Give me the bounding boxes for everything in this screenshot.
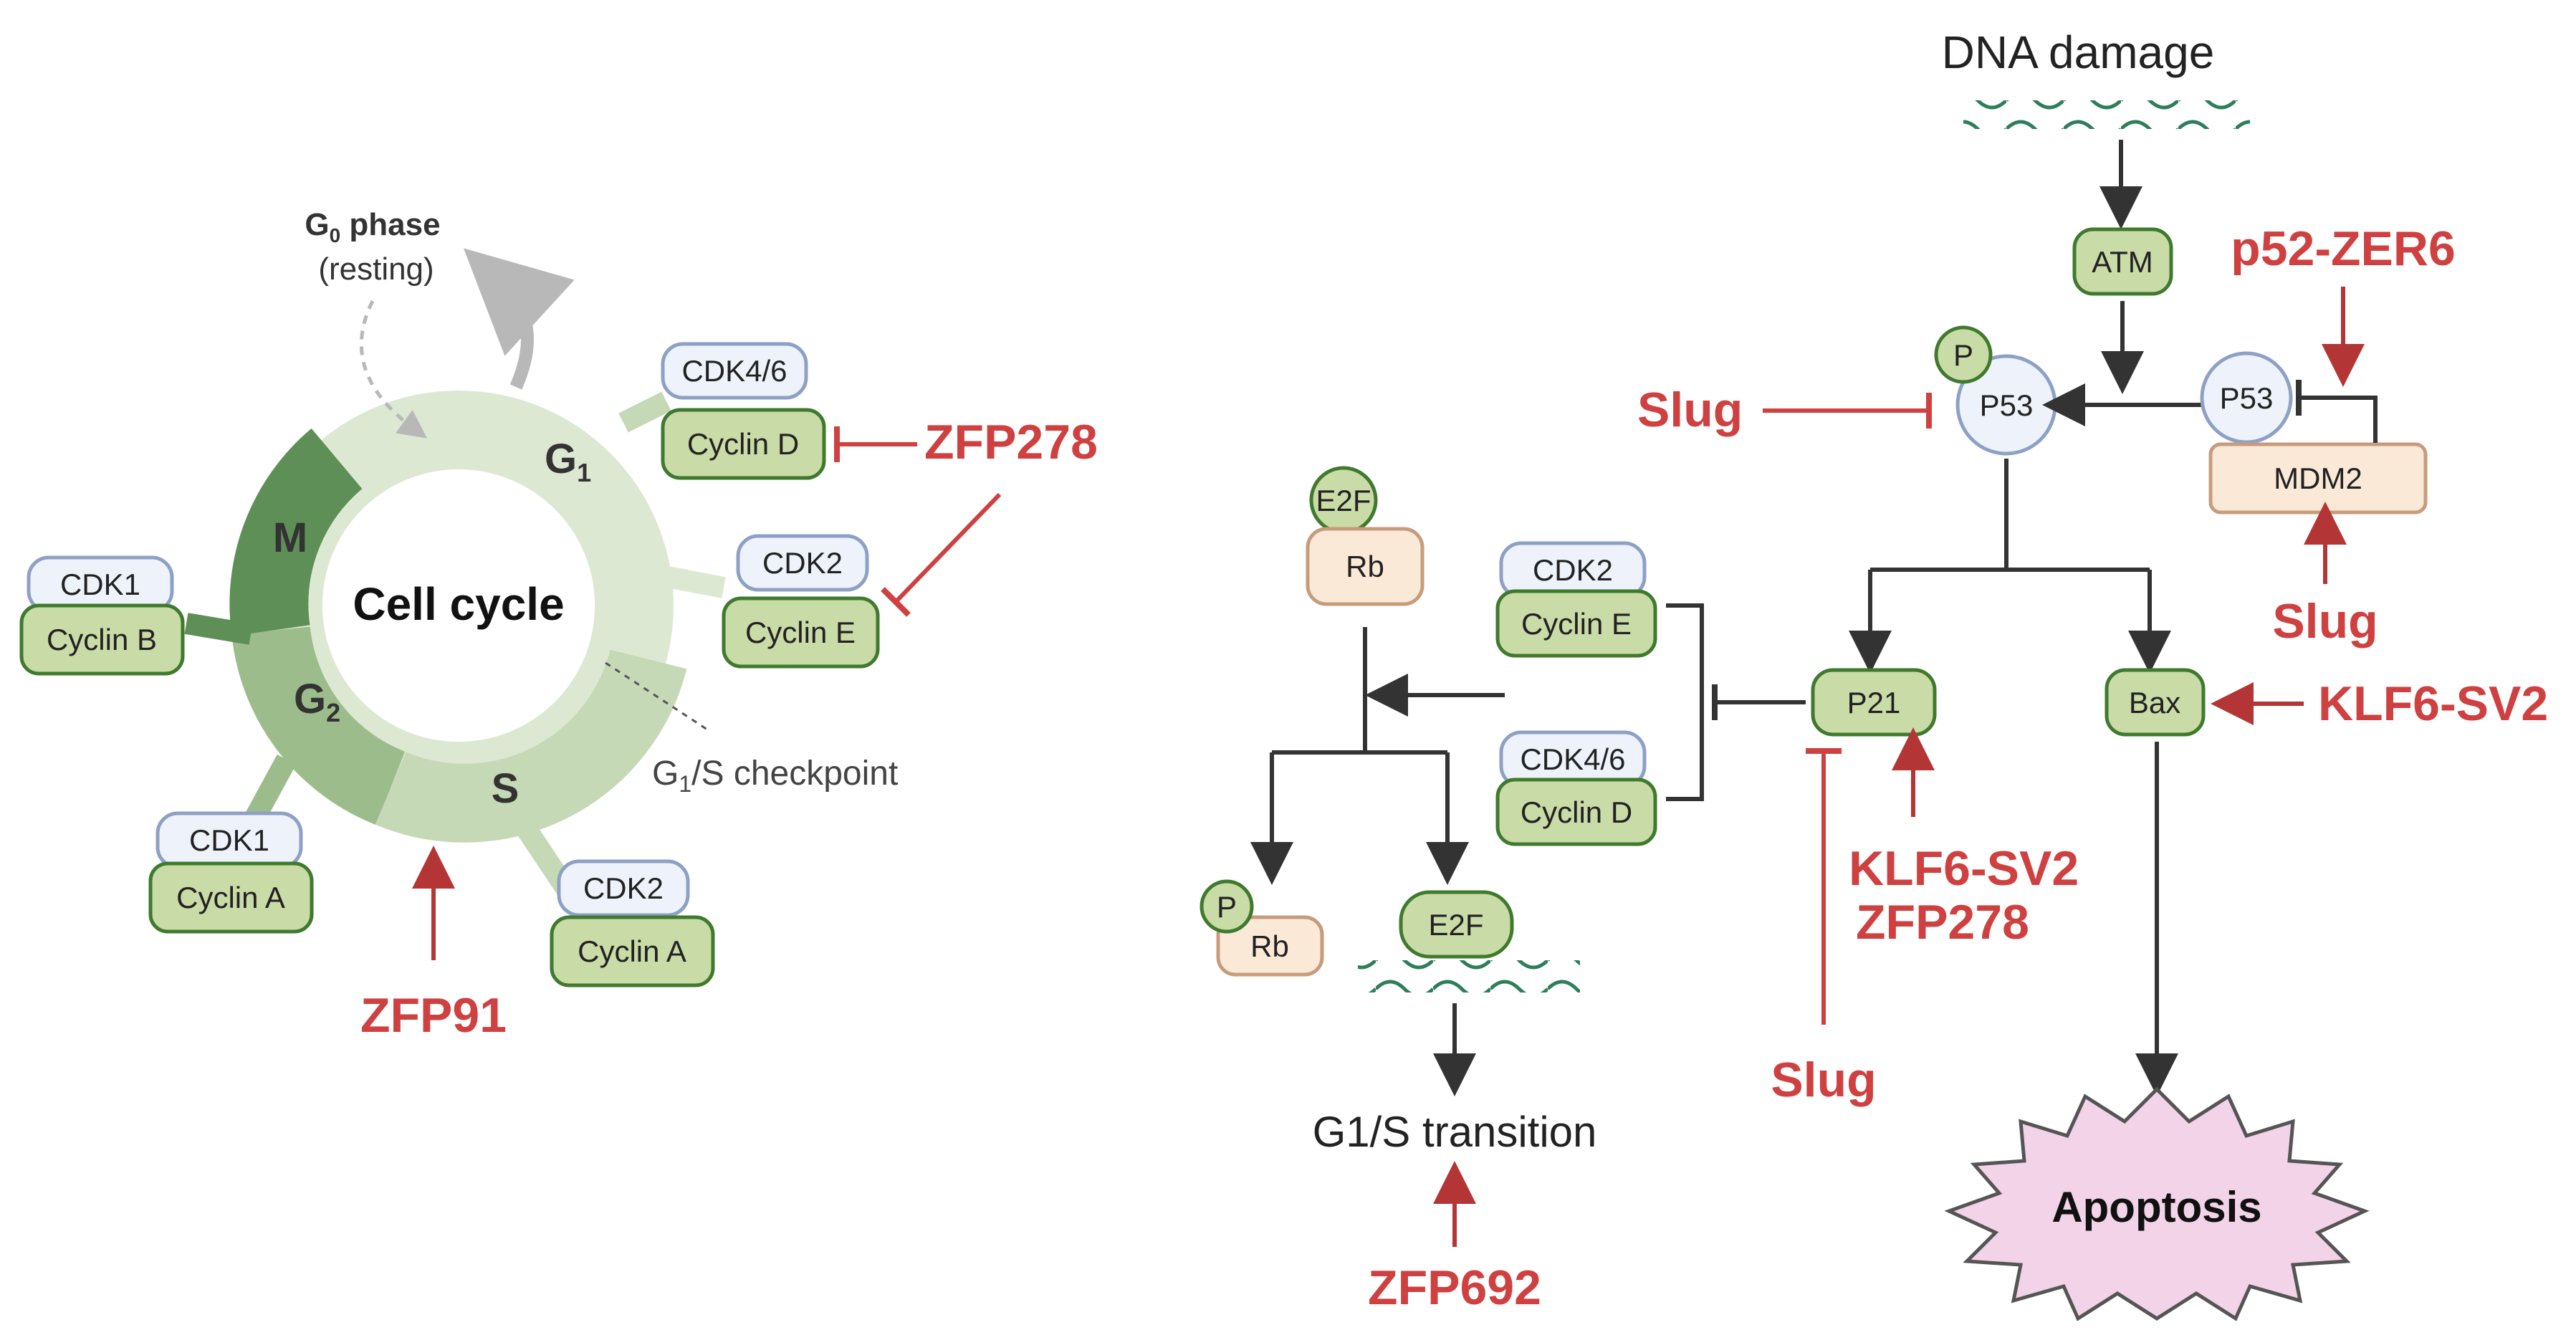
g0-sub: 0 [330, 224, 341, 247]
atm-node [2072, 227, 2173, 296]
phase-g2-letter: G [294, 676, 326, 722]
cdk46-label: CDK4/6 [681, 354, 787, 388]
apoptosis-burst [1944, 1086, 2370, 1321]
dna-icon [1358, 960, 1580, 992]
g0-phase-word: phase [340, 207, 440, 242]
p53-free-label: P53 [2220, 381, 2274, 415]
cyclin-a-label-right: Cyclin A [578, 934, 686, 968]
zfp91-label: ZFP91 [360, 988, 507, 1043]
checkpoint-rest: /S checkpoint [691, 755, 898, 793]
connector-cyclin-b [184, 613, 253, 645]
mdm2-inhibit-p53 [2300, 396, 2378, 443]
s-segment [375, 649, 687, 843]
cell-cycle-panel: Cell cycle M G2 G1 S G0 phase (resting) … [19, 207, 1098, 1043]
cell-cycle-title: Cell cycle [353, 578, 564, 630]
rb-phospho-label: P [1217, 890, 1237, 924]
g0-entry-arrow [359, 300, 428, 439]
phase-m-label: M [273, 515, 307, 561]
cyclin-e-label: Cyclin E [745, 616, 856, 649]
complex-cdk1-cyclin-b: CDK1 Cyclin B [19, 555, 185, 676]
pathway-cyclin-e-label: Cyclin E [1521, 607, 1632, 641]
checkpoint-sub: 1 [679, 771, 691, 797]
rb-bound-node [1306, 527, 1425, 606]
e2f-free-node [1399, 890, 1514, 959]
phase-g1-label: G1 [545, 436, 591, 487]
g0-phase-label: G0 phase [305, 207, 440, 247]
zfp692-label: ZFP692 [1368, 1260, 1541, 1315]
cdk2-label-a: CDK2 [583, 871, 664, 905]
cycle-center [322, 469, 595, 742]
pathway-cdk46-label: CDK4/6 [1520, 742, 1625, 776]
pathway-cyclin-e-node [1495, 589, 1657, 658]
g2-segment [231, 626, 406, 826]
p53-phospho-node [1934, 325, 1993, 384]
complex-cdk46-cyclin-d: CDK4/6 Cyclin D [661, 342, 826, 480]
bax-node [2105, 668, 2206, 737]
phase-g2-sub: 2 [326, 698, 340, 727]
connector-cyclin-a-right [507, 807, 575, 895]
complex-cdk2-cyclin-e: CDK2 Cyclin E [722, 534, 880, 669]
m-segment [229, 428, 363, 636]
zfp278-inhibit-cyclin-e [894, 492, 1002, 604]
p52-zer6-label: p52-ZER6 [2231, 221, 2456, 276]
p53-label: P53 [1980, 388, 2034, 422]
checkpoint-label: G1/S checkpoint [652, 755, 898, 797]
complex-cdk1-cyclin-a: CDK1 Cyclin A [148, 811, 314, 934]
bax-label: Bax [2129, 686, 2180, 719]
cdk1-label-a: CDK1 [189, 823, 269, 857]
zfp278-label: ZFP278 [924, 415, 1098, 469]
pathway-cyclin-d-node [1495, 778, 1657, 846]
cyclin-a-label-left: Cyclin A [176, 881, 285, 914]
g0-exit-arrow [463, 248, 575, 390]
slug-mdm2-label: Slug [2272, 594, 2378, 649]
cyclin-d-label: Cyclin D [687, 427, 799, 461]
phase-g2-label: G2 [294, 676, 340, 727]
pathway-cdk2-label: CDK2 [1533, 553, 1613, 587]
klf6-bax-label: KLF6-SV2 [2318, 676, 2548, 731]
pathway-cyclin-d-label: Cyclin D [1521, 795, 1632, 829]
dna-damage-label: DNA damage [1942, 27, 2215, 78]
klf6-p21-label: KLF6-SV2 [1849, 841, 2079, 896]
connector-cyclin-d [618, 391, 671, 433]
checkpoint-leader [605, 661, 710, 732]
p21-node [1811, 668, 1937, 737]
p53-phospho-label: P [1953, 338, 1973, 372]
e2f-bound-label: E2F [1316, 484, 1371, 517]
mdm2-label: MDM2 [2274, 461, 2362, 495]
g0-resting-note: (resting) [318, 252, 434, 287]
rb-bound-label: Rb [1346, 550, 1384, 583]
phase-g1-letter: G [545, 436, 577, 482]
e2f-free-label: E2F [1428, 908, 1483, 942]
pathway-panel: DNA damage ATM P53 P P53 MDM2 p52-ZER6 S… [1200, 27, 2548, 1321]
rb-phospho-node [1200, 879, 1254, 934]
phase-s-label: S [492, 765, 519, 812]
rb-free-label: Rb [1250, 929, 1289, 963]
cdk2-label: CDK2 [762, 546, 843, 580]
cyclin-b-label: Cyclin B [47, 623, 157, 656]
slug-p53-label: Slug [1637, 383, 1743, 437]
atm-label: ATM [2092, 245, 2153, 279]
cdk1-label-b: CDK1 [60, 568, 140, 601]
damaged-dna-icon [1963, 100, 2250, 129]
slug-p21-label: Slug [1771, 1053, 1876, 1107]
phase-g1-sub: 1 [577, 458, 591, 487]
zfp278-bar-e [881, 587, 911, 617]
p21-label: P21 [1847, 686, 1901, 719]
g1s-transition-label: G1/S transition [1313, 1108, 1597, 1156]
rb-free-node [1216, 915, 1324, 977]
zfp278-p21-label: ZFP278 [1856, 895, 2029, 949]
cdk-bracket [1666, 603, 1704, 801]
apoptosis-label: Apoptosis [2051, 1183, 2261, 1231]
complex-cdk2-cyclin-a: CDK2 Cyclin A [550, 859, 715, 987]
checkpoint-g: G [652, 755, 679, 793]
g0-letter: G [305, 207, 329, 242]
p53-free-node [2200, 351, 2293, 444]
connector-cyclin-e [646, 563, 726, 598]
